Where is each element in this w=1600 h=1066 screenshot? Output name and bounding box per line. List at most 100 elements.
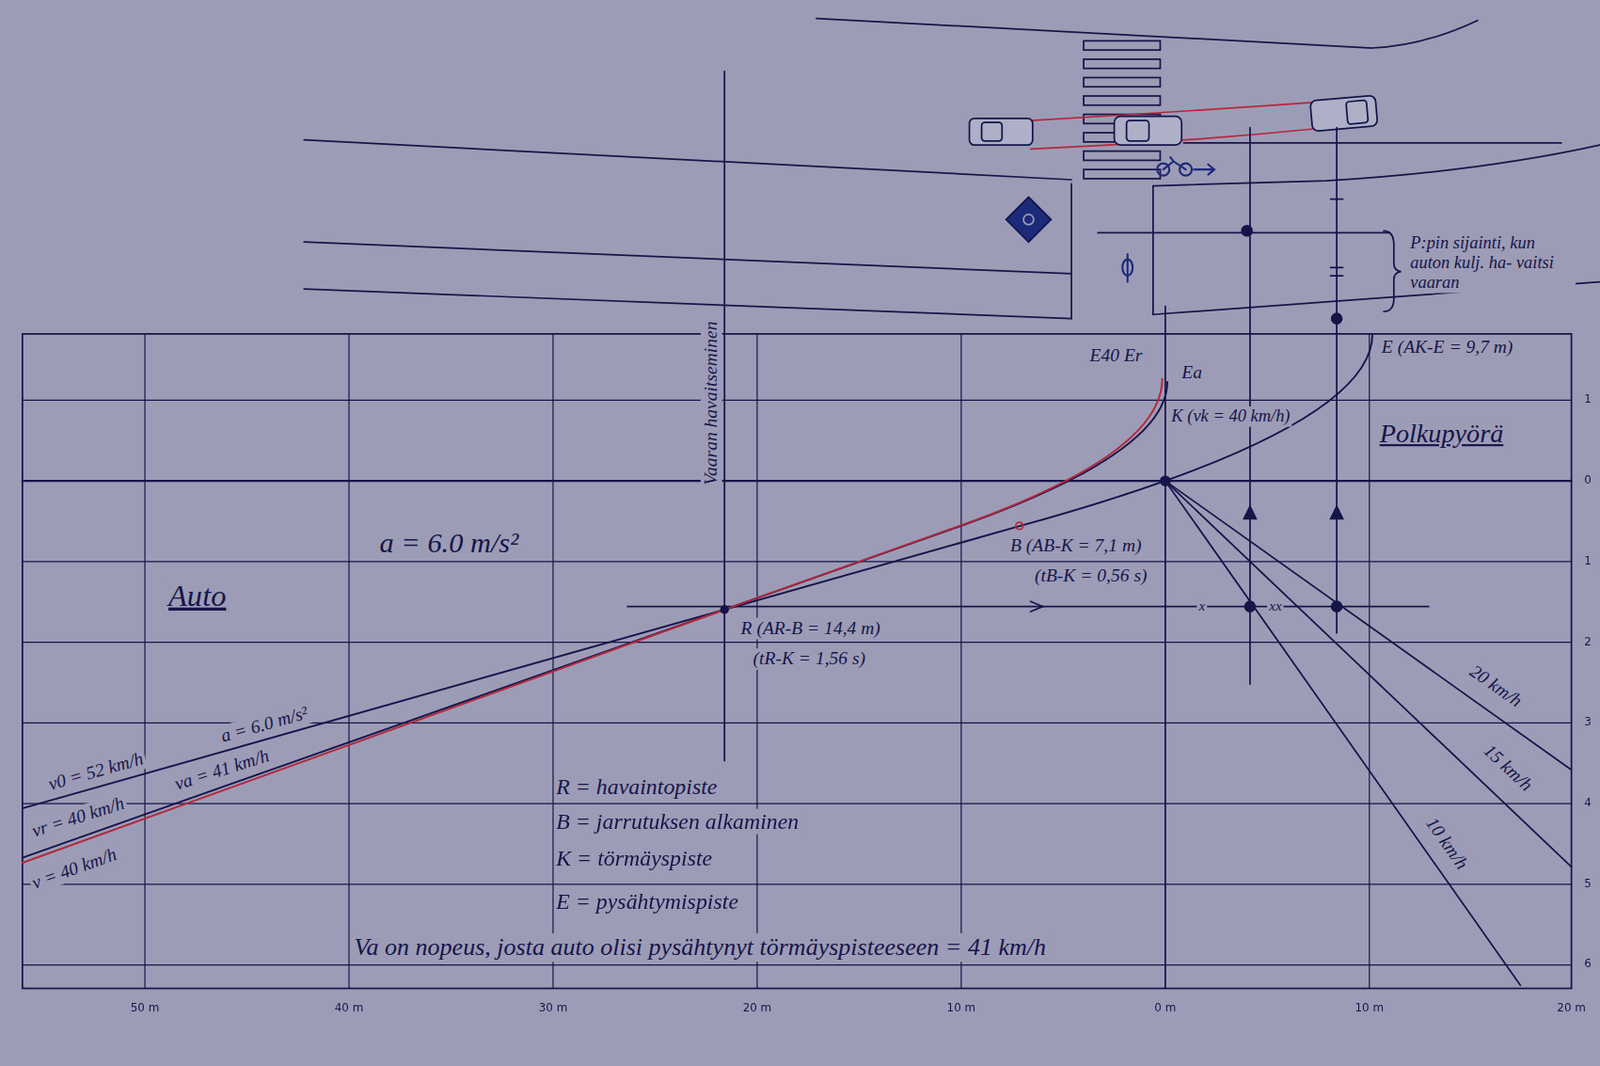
bicycle-frame: [1163, 157, 1187, 170]
road-edge: [816, 18, 1478, 48]
bicycle-line: [1165, 480, 1521, 985]
speed-label: 10 km/h: [1420, 811, 1474, 876]
key-entry: B = jarrutuksen alkaminen: [554, 808, 801, 835]
axis-tick: 2: [1582, 635, 1594, 650]
crosswalk-stripe: [1083, 59, 1160, 69]
speed-label: vr = 40 km/h: [27, 792, 129, 842]
warning-sign-mark: [1023, 214, 1034, 225]
car-body: [1114, 116, 1183, 145]
point-dot: [1331, 601, 1343, 612]
point-dot: [1244, 601, 1255, 612]
deceleration-label: a = 6.0 m/s²: [377, 526, 521, 560]
axis-tick: 3: [1582, 715, 1594, 729]
crosswalk: [1083, 40, 1160, 179]
car-curve-40: [22, 379, 1163, 863]
road-edge: [1183, 142, 1561, 144]
section-title: Polkupyörä: [1378, 418, 1506, 449]
point-label: R (AR-B = 14,4 m): [738, 617, 883, 639]
cyclist-path: [627, 605, 1429, 608]
road-edge: [1153, 144, 1600, 186]
point-label: B (AB-K = 7,1 m): [1008, 535, 1144, 556]
grid-line: [144, 333, 1370, 989]
speed-label: 20 km/h: [1464, 659, 1529, 713]
line-label: Vaaran havaitseminen: [700, 318, 722, 488]
axis-tick: 4: [1582, 796, 1594, 810]
collision-point: [1160, 475, 1171, 486]
axis-tick: 10 m: [944, 1001, 978, 1015]
cross-mark: xx: [1267, 598, 1284, 615]
car-window: [982, 122, 1003, 142]
axis-tick: 50 m: [128, 1001, 162, 1015]
bicycle-line: [1165, 480, 1572, 867]
bracket: [1383, 230, 1401, 312]
axis-tick: 5: [1582, 877, 1594, 891]
axis-tick: 20 m: [1554, 1001, 1588, 1015]
key-entry: R = havaintopiste: [554, 774, 720, 800]
car-symbol: [969, 118, 1033, 145]
tick-mark: [1330, 199, 1344, 276]
bicycle-line: [1165, 480, 1572, 770]
bicycle-symbol: [1156, 157, 1215, 176]
car-window: [1346, 99, 1369, 125]
crosswalk-stripe: [1083, 95, 1160, 106]
crosswalk-stripe: [1083, 169, 1160, 179]
crosswalk-stripe: [1083, 77, 1160, 87]
axis-tick: 20 m: [740, 1001, 774, 1015]
arrow-head: [1330, 506, 1344, 519]
point-label: K (vk = 40 km/h): [1169, 406, 1292, 427]
road-edge: [303, 241, 1072, 274]
crosswalk-stripe: [1083, 151, 1160, 161]
axis-tick: 10 m: [1352, 1001, 1386, 1015]
point-dot: [1241, 225, 1252, 237]
car-symbol: [1310, 95, 1379, 131]
point-label: E40 Er: [1087, 345, 1144, 366]
speed-label: v0 = 52 km/h: [44, 746, 148, 795]
car-body: [1310, 95, 1379, 131]
section-title: Auto: [166, 577, 229, 613]
axis-tick: 1: [1582, 554, 1594, 569]
arrow-head: [1243, 506, 1256, 519]
braking-point: [1015, 522, 1024, 530]
deceleration-label: a = 6.0 m/s²: [216, 701, 313, 748]
point-dot: [1331, 313, 1343, 324]
axis-tick: 6: [1582, 958, 1594, 972]
grid-line: [22, 399, 1572, 965]
arrow-head: [1030, 601, 1044, 612]
cross-mark: x: [1196, 598, 1207, 615]
cyclist-symbol: [1122, 253, 1133, 282]
cyclist-stroke: [1126, 253, 1129, 282]
point-label: E (AK-E = 9,7 m): [1379, 336, 1516, 358]
zero-distance-line: [1164, 306, 1167, 989]
chart-frame: [22, 333, 1572, 989]
car-symbol: [1114, 116, 1183, 145]
direction-arrow: [1193, 164, 1215, 175]
perception-line: [723, 71, 726, 761]
point-label: (tB-K = 0,56 s): [1032, 564, 1150, 586]
car-body: [969, 118, 1033, 145]
key-entry: K = törmäyspiste: [554, 845, 714, 872]
speed-label: va = 41 km/h: [170, 744, 274, 795]
axis-tick: 0: [1582, 474, 1594, 488]
road-edge: [1152, 186, 1155, 316]
perception-point: [720, 605, 729, 614]
road-edge: [303, 140, 1072, 180]
zero-time-line: [22, 479, 1572, 482]
cyclist-line: [1335, 127, 1338, 634]
point-label: Ea: [1179, 361, 1204, 382]
speed-label: v = 40 km/h: [27, 842, 122, 894]
warning-sign: [1006, 196, 1052, 242]
axis-tick: 30 m: [536, 1001, 570, 1015]
crosswalk-stripe: [1083, 40, 1160, 50]
car-window: [1126, 120, 1150, 142]
key-entry: E = pysähtymispiste: [554, 887, 741, 914]
axis-tick: 40 m: [332, 1001, 366, 1015]
axis-tick: 0 m: [1152, 1001, 1178, 1015]
road-edge: [303, 288, 1072, 318]
point-label: (tR-K = 1,56 s): [750, 648, 868, 669]
speed-label: 15 km/h: [1477, 738, 1538, 797]
axis-tick: 1: [1582, 394, 1594, 408]
car-curve-52: [22, 333, 1373, 808]
note: P:pin sijainti, kun auton kulj. ha- vait…: [1408, 232, 1576, 293]
road-edge: [1070, 183, 1073, 318]
